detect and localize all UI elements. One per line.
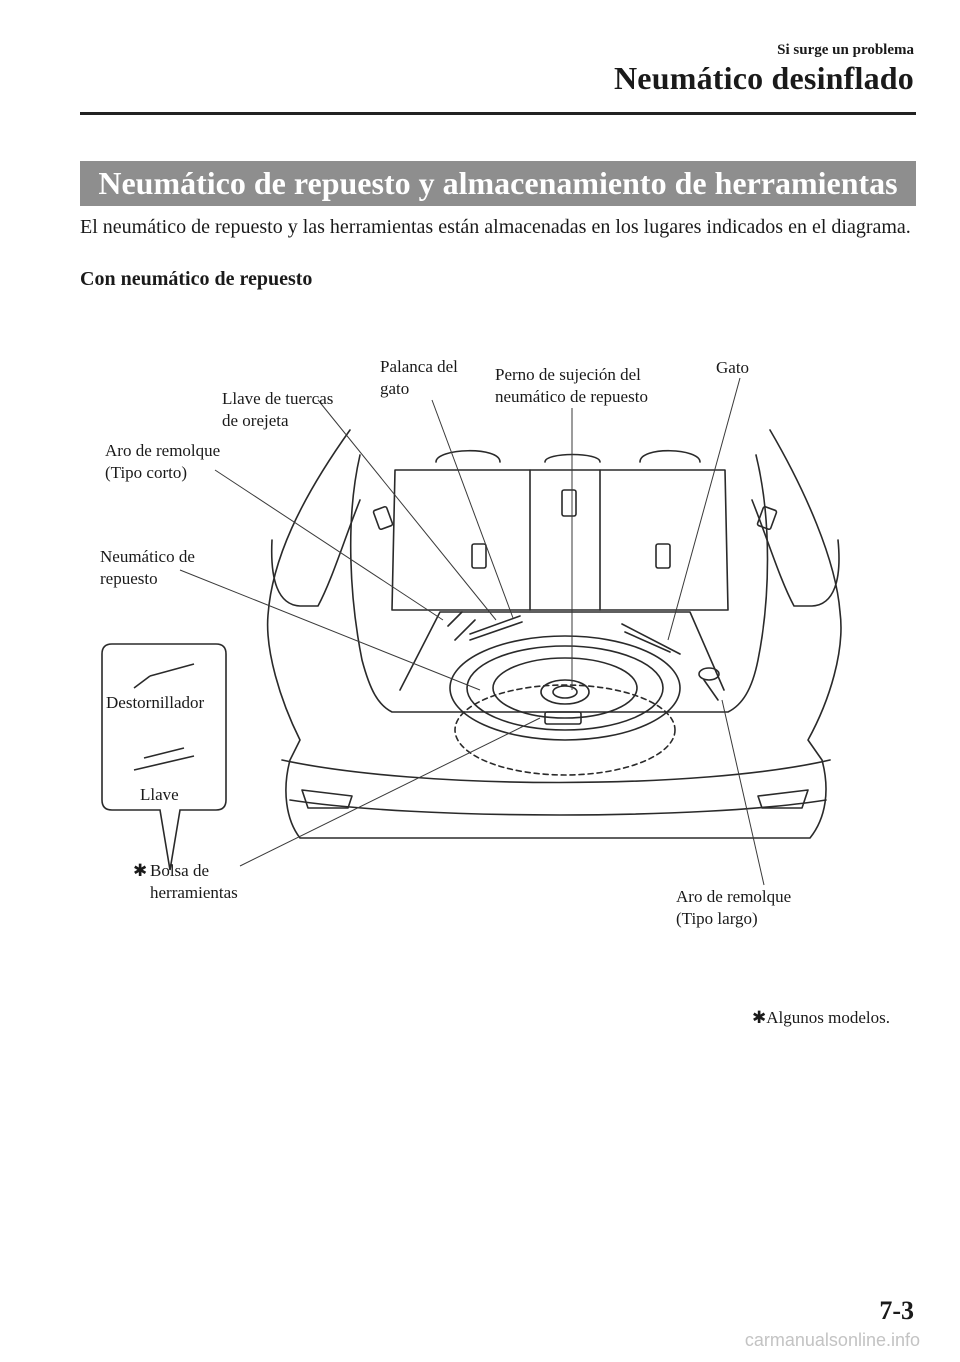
subheading: Con neumático de repuesto <box>80 268 313 290</box>
label-jack: Gato <box>716 358 749 377</box>
inset-tools <box>101 643 227 871</box>
label-spare-bolt-1: Perno de sujeción del <box>495 365 641 384</box>
label-tow-hook-long-2: (Tipo largo) <box>676 909 758 928</box>
label-jack-lever-2: gato <box>380 379 409 398</box>
header-rule <box>80 112 916 115</box>
section-title: Neumático de repuesto y almacenamiento d… <box>80 161 916 206</box>
vehicle-rear-drawing <box>266 429 842 839</box>
page-number: 7-3 <box>879 1296 914 1325</box>
label-wrench: Llave <box>140 785 179 804</box>
label-spare-bolt-2: neumático de repuesto <box>495 387 648 406</box>
screwdriver-icon <box>149 663 195 677</box>
label-spare-tire-2: repuesto <box>100 569 158 588</box>
label-tool-bag-1: Bolsa de <box>150 861 209 880</box>
label-screwdriver: Destornillador <box>106 693 205 712</box>
label-tow-hook-long-1: Aro de remolque <box>676 887 791 906</box>
intro-paragraph: El neumático de repuesto y las herramien… <box>80 216 911 238</box>
label-spare-tire-1: Neumático de <box>100 547 195 566</box>
callout-labels: Palanca del gato Llave de tuercas de ore… <box>100 357 791 928</box>
footnote-marker: ✱ <box>752 1008 767 1027</box>
chapter-label: Si surge un problema <box>777 42 914 58</box>
label-tow-hook-short-1: Aro de remolque <box>105 441 220 460</box>
leader-lines <box>179 377 765 886</box>
label-tool-bag-2: herramientas <box>150 883 238 902</box>
label-lug-wrench-2: de orejeta <box>222 411 289 430</box>
chapter-title: Neumático desinflado <box>614 60 914 96</box>
label-jack-lever-1: Palanca del <box>380 357 458 376</box>
marker-asterisk: ✱ <box>133 861 147 880</box>
wrench-icon <box>133 747 195 771</box>
footnote-text: Algunos modelos. <box>766 1008 890 1027</box>
watermark: carmanualsonline.info <box>744 1330 920 1350</box>
label-lug-wrench-1: Llave de tuercas <box>222 389 333 408</box>
footnote: ✱Algunos modelos. <box>752 1008 890 1028</box>
label-tow-hook-short-2: (Tipo corto) <box>105 463 187 482</box>
